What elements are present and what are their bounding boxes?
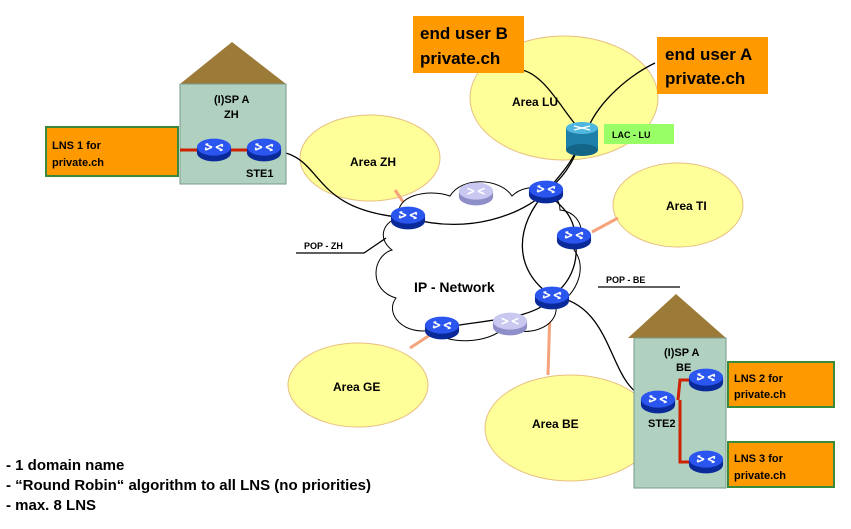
router-icon [246,137,282,163]
router-icon [640,389,676,415]
isp-be-title: (I)SP A [664,347,700,359]
router-icon [196,137,232,163]
lns3-line2: private.ch [734,470,786,482]
end-user-a-box: end user A private.ch [657,37,768,94]
isp-be-site: STE2 [648,418,676,430]
end-user-b-line1: end user B [420,24,508,43]
router-icon [534,285,570,311]
note-item: - max. 8 LNS [6,497,97,514]
notes-list: - 1 domain name - “Round Robin“ algorith… [6,456,371,516]
ip-network-label: IP - Network [414,279,495,295]
area-ti: Area TI [612,162,744,248]
area-be: Area BE [484,374,656,482]
router-icon [528,179,564,205]
lns1-box: LNS 1 for private.ch [45,126,179,177]
isp-zh-site: STE1 [246,168,274,180]
router-icon [688,449,724,475]
isp-zh-city: ZH [224,109,239,121]
end-user-a-line1: end user A [665,45,752,64]
end-user-b-box: end user B private.ch [413,16,524,73]
note-item: - 1 domain name [6,457,125,474]
lns3-line1: LNS 3 for [734,453,784,465]
router-icon [492,311,528,337]
lns2-line2: private.ch [734,389,786,401]
router-icon [424,315,460,341]
area-ge: Area GE [287,342,429,428]
pop-zh-label: POP - ZH [304,241,343,251]
pop-be-label: POP - BE [606,275,645,285]
lac-router-icon [566,122,598,156]
router-icon [556,225,592,251]
lac-label-text: LAC - LU [612,130,651,140]
isp-be-city: BE [676,362,691,374]
area-zh: Area ZH [299,114,441,202]
area-be-label: Area BE [532,417,579,431]
lac-label: LAC - LU [604,124,674,144]
lns2-box: LNS 2 for private.ch [727,361,835,408]
isp-zh-title: (I)SP A [214,94,250,106]
area-zh-label: Area ZH [350,155,396,169]
lns1-line1: LNS 1 for [52,140,102,152]
area-ge-label: Area GE [333,380,380,394]
router-icon [458,181,494,207]
area-ti-label: Area TI [666,199,707,213]
area-lu-label: Area LU [512,95,558,109]
router-icon [390,205,426,231]
end-user-a-line2: private.ch [665,69,745,88]
lns3-box: LNS 3 for private.ch [727,441,835,488]
end-user-b-line2: private.ch [420,49,500,68]
note-item: - “Round Robin“ algorithm to all LNS (no… [6,477,371,494]
router-icon [688,367,724,393]
lns2-line1: LNS 2 for [734,373,784,385]
ip-network-cloud: IP - Network [375,181,582,342]
lns1-line2: private.ch [52,157,104,169]
isp-zh-building: (I)SP A ZH STE1 [179,42,287,185]
